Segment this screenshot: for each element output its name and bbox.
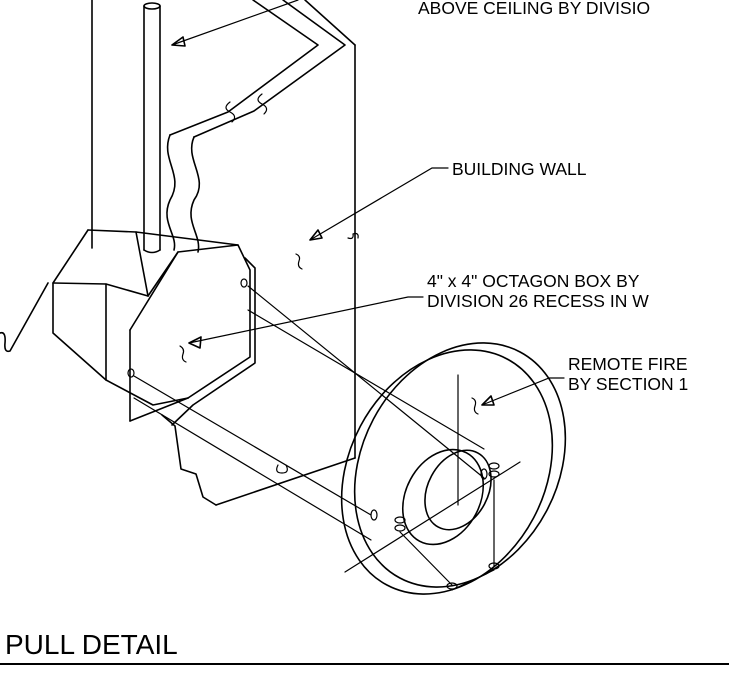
alignment-lines	[133, 285, 485, 541]
remote-device-plate	[340, 342, 567, 595]
conduit-pipe	[143, 2, 161, 254]
leader-lines	[171, 0, 565, 415]
wall-label: BUILDING WALL	[452, 159, 587, 179]
building-wall	[91, 0, 359, 506]
octagon-label-line2: DIVISION 26 RECESS IN W	[427, 291, 649, 311]
remote-label-line1: REMOTE FIRE	[568, 354, 688, 374]
ceiling-label: ABOVE CEILING BY DIVISIO	[418, 0, 650, 18]
octagon-label-line1: 4" x 4" OCTAGON BOX BY	[427, 271, 640, 291]
detail-title: PULL DETAIL	[5, 629, 178, 660]
remote-label-line2: BY SECTION 1	[568, 374, 688, 394]
cable-bundle	[166, 0, 346, 253]
octagon-box	[0, 229, 256, 426]
